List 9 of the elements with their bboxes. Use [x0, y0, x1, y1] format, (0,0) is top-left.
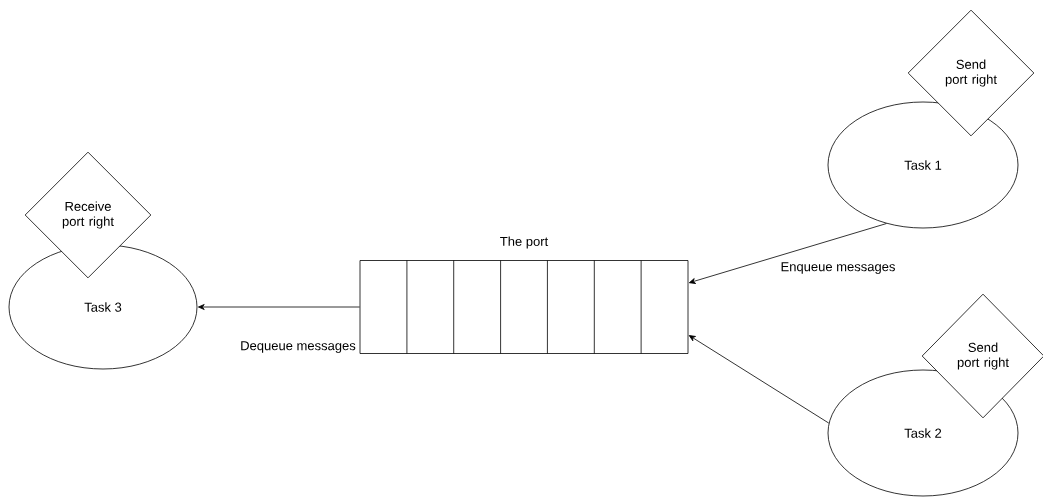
port-queue: The port: [359, 236, 689, 354]
node-label: Send port right: [957, 342, 1009, 370]
arrow: [198, 304, 360, 310]
node-label: Send port right: [945, 59, 997, 87]
edge-label: Dequeue messages: [239, 340, 357, 354]
edge-label: Enqueue messages: [779, 261, 897, 275]
node-label: The port: [500, 236, 549, 249]
arrow: [688, 223, 887, 284]
arrow: [688, 335, 830, 424]
